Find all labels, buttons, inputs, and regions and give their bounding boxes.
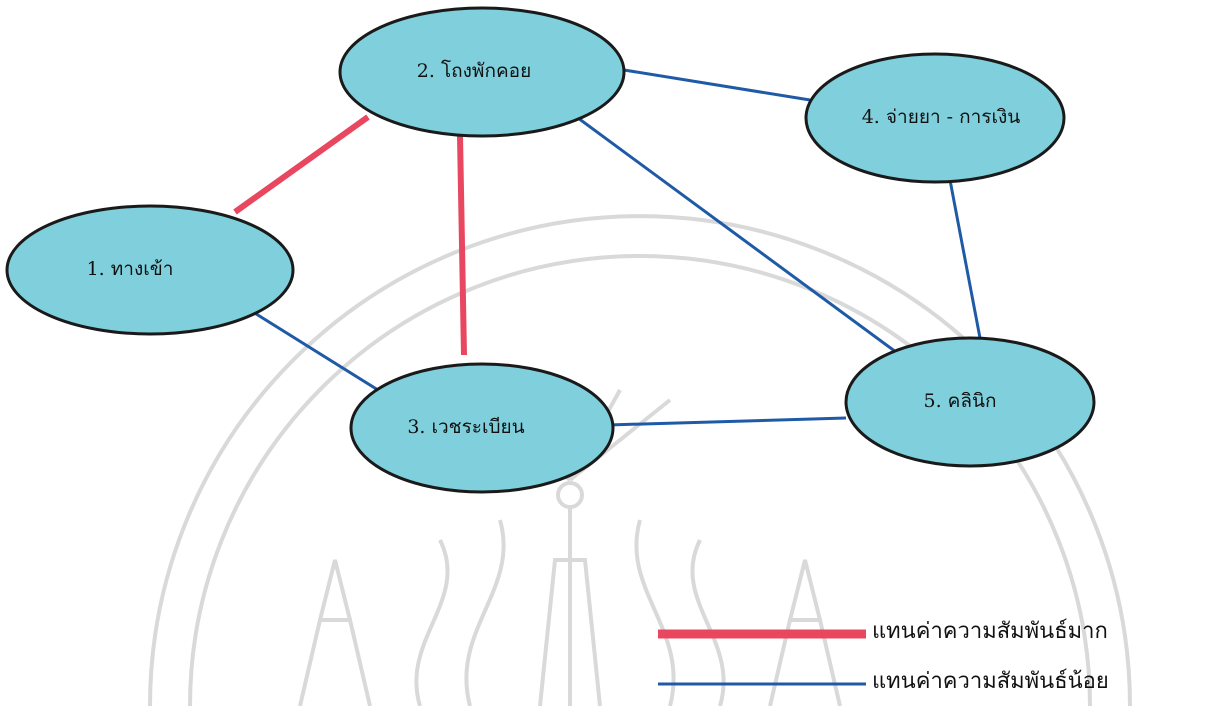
node-waiting-hall: 2. โถงพักคอย bbox=[338, 6, 626, 138]
node-pharmacy-finance: 4. จ่ายยา - การเงิน bbox=[804, 52, 1066, 184]
node-medical-records-label: 3. เวชระเบียน bbox=[407, 416, 524, 438]
legend-strong-label: แทนค่าความสัมพันธ์มาก bbox=[872, 619, 1108, 644]
edge-n2-n3-strong bbox=[457, 135, 467, 356]
edge-n4-n5-weak bbox=[948, 179, 982, 339]
edge-n3-n5-weak bbox=[607, 416, 847, 427]
node-waiting-hall-label: 2. โถงพักคอย bbox=[417, 59, 531, 82]
edge-group bbox=[233, 68, 982, 427]
edge-n1-n2-strong bbox=[233, 114, 370, 215]
node-medical-records-shape bbox=[349, 362, 615, 494]
legend-weak-label: แทนค่าความสัมพันธ์น้อย bbox=[872, 669, 1109, 694]
node-entrance: 1. ทางเข้า bbox=[5, 204, 295, 336]
node-clinic: 5. คลินิก bbox=[844, 336, 1096, 468]
node-clinic-label: 5. คลินิก bbox=[923, 390, 996, 412]
node-pharmacy-finance-shape bbox=[804, 52, 1066, 184]
legend: แทนค่าความสัมพันธ์มาก แทนค่าความสัมพันธ์… bbox=[658, 619, 1109, 694]
node-clinic-shape bbox=[844, 336, 1096, 468]
edge-n2-n5-weak bbox=[577, 116, 897, 354]
edge-n1-n3-weak bbox=[252, 310, 379, 392]
node-entrance-label: 1. ทางเข้า bbox=[87, 258, 174, 280]
node-pharmacy-finance-label: 4. จ่ายยา - การเงิน bbox=[862, 106, 1021, 128]
node-medical-records: 3. เวชระเบียน bbox=[349, 362, 615, 494]
edge-n2-n4-weak bbox=[623, 68, 811, 102]
node-waiting-hall-shape bbox=[338, 6, 626, 138]
node-entrance-shape bbox=[5, 204, 295, 336]
